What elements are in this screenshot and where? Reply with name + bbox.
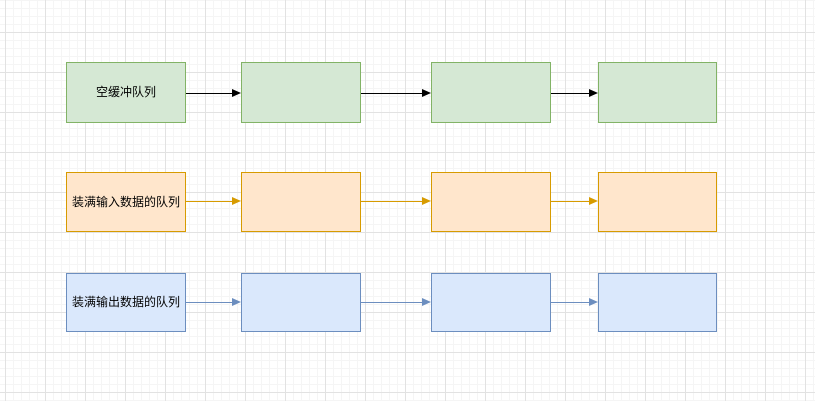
arrow-connector[interactable] [186, 197, 241, 206]
arrow-connector[interactable] [361, 197, 431, 206]
arrow-connector[interactable] [186, 89, 241, 98]
queue-node[interactable] [241, 62, 361, 123]
arrow-shaft [186, 301, 234, 304]
arrowhead-icon [232, 89, 241, 97]
queue-node-labeled[interactable]: 装满输入数据的队列 [66, 172, 186, 232]
arrow-shaft [551, 301, 591, 304]
arrow-connector[interactable] [551, 197, 598, 206]
queue-label: 空缓冲队列 [95, 85, 156, 100]
arrowhead-icon [422, 298, 431, 306]
arrow-shaft [186, 92, 234, 95]
queue-node[interactable] [598, 273, 717, 332]
arrowhead-icon [589, 298, 598, 306]
arrow-shaft [361, 301, 424, 304]
arrow-shaft [361, 200, 424, 203]
arrow-shaft [361, 92, 424, 95]
queue-node-labeled[interactable]: 空缓冲队列 [66, 62, 186, 123]
queue-node[interactable] [598, 62, 717, 123]
arrow-connector[interactable] [361, 89, 431, 98]
queue-node[interactable] [241, 172, 361, 232]
queue-node[interactable] [431, 62, 551, 123]
arrowhead-icon [422, 197, 431, 205]
arrowhead-icon [422, 89, 431, 97]
queue-node-labeled[interactable]: 装满输出数据的队列 [66, 273, 186, 332]
arrowhead-icon [232, 197, 241, 205]
arrow-connector[interactable] [551, 298, 598, 307]
arrowhead-icon [589, 89, 598, 97]
queue-node[interactable] [431, 172, 551, 232]
arrow-connector[interactable] [361, 298, 431, 307]
queue-label: 装满输出数据的队列 [71, 295, 180, 310]
arrow-connector[interactable] [186, 298, 241, 307]
queue-node[interactable] [431, 273, 551, 332]
arrow-shaft [186, 200, 234, 203]
queue-node[interactable] [241, 273, 361, 332]
arrow-shaft [551, 200, 591, 203]
queue-label: 装满输入数据的队列 [71, 194, 180, 209]
arrowhead-icon [589, 197, 598, 205]
arrow-connector[interactable] [551, 89, 598, 98]
queue-node[interactable] [598, 172, 717, 232]
arrowhead-icon [232, 298, 241, 306]
arrow-shaft [551, 92, 591, 95]
